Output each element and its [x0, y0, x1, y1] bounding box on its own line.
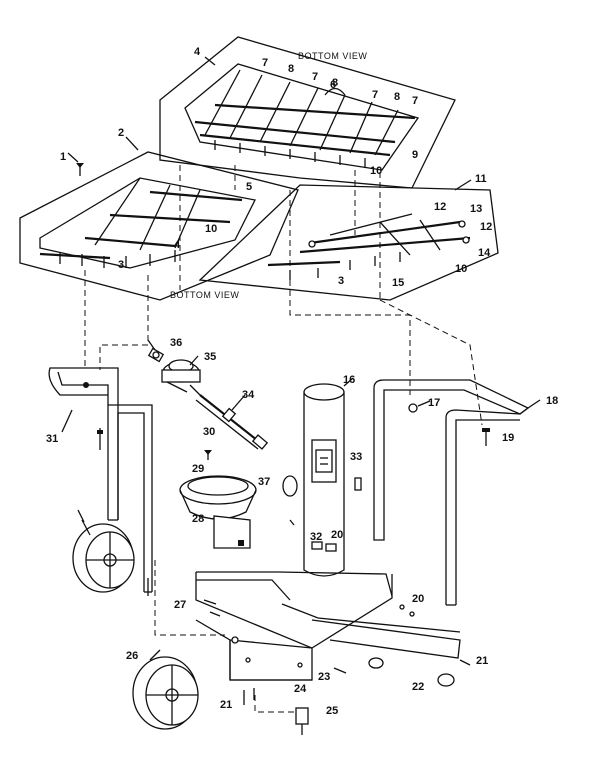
burner-bowl: [179, 450, 257, 549]
part-label-7: 7: [262, 57, 268, 69]
part-label-10: 10: [455, 263, 467, 275]
part-label-27: 27: [174, 599, 186, 611]
part-label-35: 35: [204, 351, 216, 363]
part-label-24: 24: [294, 683, 307, 695]
part-label-29: 29: [192, 463, 204, 475]
front-wheel: [72, 509, 135, 593]
part-label-7: 7: [372, 89, 378, 101]
part-label-33: 33: [350, 451, 362, 463]
part-label-13: 13: [470, 203, 482, 215]
part-label-34: 34: [242, 389, 255, 401]
small-hardware: [147, 475, 471, 735]
part-label-31: 31: [46, 433, 58, 445]
left-shelf-bottom-view: [19, 151, 299, 301]
part-label-11: 11: [475, 173, 487, 185]
part-label-32: 32: [310, 531, 322, 543]
part-label-3: 3: [338, 275, 344, 287]
part-label-21: 21: [220, 699, 232, 711]
part-label-12: 12: [434, 201, 446, 213]
part-label-25: 25: [326, 705, 338, 717]
part-label-4: 4: [174, 239, 181, 251]
part-label-7: 7: [312, 71, 318, 83]
part-label-12: 12: [480, 221, 492, 233]
rear-wheel: [132, 656, 199, 730]
base-frame: [195, 571, 461, 681]
right-shelf-bottom-view: [198, 184, 499, 301]
hose: [195, 394, 269, 450]
part-label-3: 3: [118, 259, 124, 271]
gas-tank: [303, 383, 345, 577]
part-label-8: 8: [332, 77, 338, 89]
part-label-2: 2: [118, 127, 124, 139]
assembly-guide-lines: [84, 165, 483, 713]
part-label-1: 1: [60, 151, 66, 163]
part-label-7: 7: [412, 95, 418, 107]
bottom-view-label-top: BOTTOM VIEW: [298, 51, 367, 61]
bottom-view-label-left: BOTTOM VIEW: [170, 290, 239, 300]
part-label-37: 37: [258, 476, 270, 488]
part-label-22: 22: [412, 681, 424, 693]
top-shelf-screws: [214, 140, 366, 168]
right-shelf-screws: [289, 252, 401, 280]
part-label-21: 21: [476, 655, 488, 667]
left-shelf-screws: [59, 250, 176, 268]
part-label-5: 5: [246, 181, 252, 193]
part-label-14: 14: [478, 247, 491, 259]
left-handle-frame: [48, 367, 153, 593]
right-handle-frame: [373, 379, 530, 606]
part-label-18: 18: [546, 395, 558, 407]
part-label-30: 30: [203, 426, 215, 438]
leader-lines: [61, 56, 541, 661]
part-label-8: 8: [288, 63, 294, 75]
part-label-9: 9: [412, 149, 418, 161]
part-label-10: 10: [370, 165, 382, 177]
part-label-28: 28: [192, 513, 204, 525]
part-label-23: 23: [318, 671, 330, 683]
regulator-assembly: [147, 347, 269, 450]
part-label-16: 16: [343, 374, 355, 386]
part-label-20: 20: [331, 529, 343, 541]
part-label-8: 8: [394, 91, 400, 103]
part-labels: 4 2 1 7 8 7 8 7 8 7 9 10 5 10 4 3 11 12 …: [46, 46, 558, 717]
part-label-17: 17: [428, 397, 440, 409]
part-label-19: 19: [502, 432, 514, 444]
part-label-15: 15: [392, 277, 404, 289]
part-label-4: 4: [194, 46, 201, 58]
part-label-6: 6: [330, 79, 336, 91]
top-shelf-bottom-view: [159, 36, 456, 189]
part-label-20: 20: [412, 593, 424, 605]
part-label-36: 36: [170, 337, 182, 349]
part-label-26: 26: [126, 650, 138, 662]
part-label-10: 10: [205, 223, 217, 235]
